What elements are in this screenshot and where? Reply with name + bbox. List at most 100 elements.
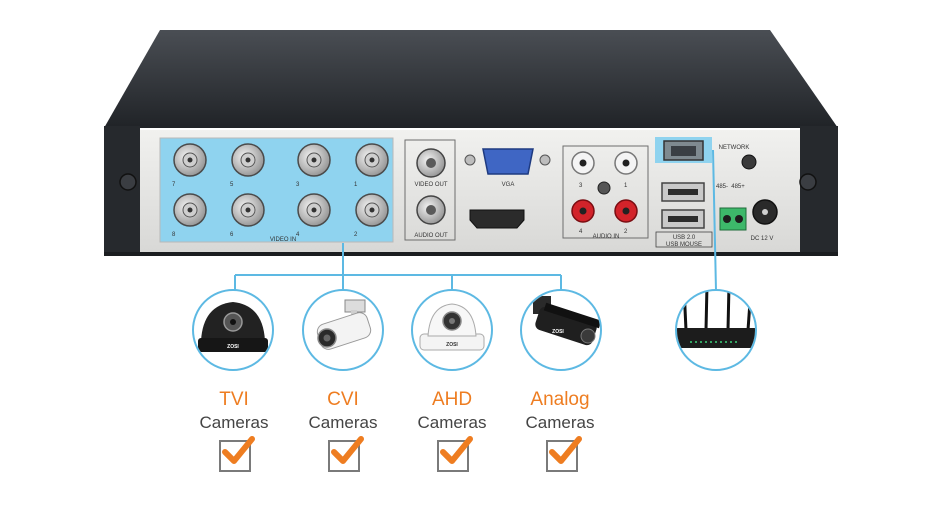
video-in-bnc-1-pin [369, 157, 375, 163]
audio-number-2: 2 [624, 229, 628, 235]
video-in-bnc-5-pin [245, 157, 251, 163]
video-in-bnc-3-pin [311, 157, 317, 163]
screw-left [119, 173, 137, 191]
ahd-sub-label: Cameras [417, 413, 487, 432]
camera-illustrations: ZOSI ZOSI [192, 289, 757, 371]
vga-screw-left [464, 154, 476, 166]
rs485-minus-label: 485- [716, 184, 728, 190]
analog-camera-illustration: ZOSI [520, 289, 602, 371]
video-out-frame [404, 139, 456, 241]
ground-terminal [741, 154, 757, 170]
video-out-bnc-center [426, 158, 436, 168]
network-link [712, 149, 717, 292]
tvi-dome-base [198, 338, 268, 352]
video-in-number-5: 5 [230, 182, 234, 188]
router-antenna-1 [682, 291, 688, 331]
tvi-type-label: TVI [219, 389, 249, 410]
network-usb-block: USB 2.0 USB MOUSE [655, 137, 713, 248]
cvi-lens-center [323, 334, 331, 342]
dvr-side-left [104, 126, 140, 254]
tvi-check-icon [219, 436, 255, 472]
video-in-bnc-2-pin [369, 207, 375, 213]
tvi-checkmark [222, 436, 255, 464]
video-in-bnc-4-pin [311, 207, 317, 213]
router-antenna-2 [704, 291, 709, 331]
video-in-block: 7 5 3 1 8 6 4 2 VIDEO IN [159, 137, 394, 243]
video-in-number-7: 7 [172, 182, 176, 188]
video-in-number-3: 3 [296, 182, 300, 188]
rs485-terminal [719, 207, 747, 231]
network-label: NETWORK [719, 145, 750, 151]
audio-number-1: 1 [624, 183, 628, 189]
ahd-lens-center [449, 318, 455, 324]
usb-port-2-inner [668, 216, 698, 222]
audio-number-4: 4 [579, 229, 583, 235]
screw-right [799, 173, 817, 191]
analog-type-label: Analog [530, 389, 590, 410]
audio-in-frame [562, 145, 649, 239]
analog-sub-label: Cameras [525, 413, 595, 432]
bnc-connectors: 7 5 3 1 8 6 4 2 [172, 143, 389, 238]
video-in-bnc-6-pin [245, 207, 251, 213]
ahd-camera-illustration: ZOSI [411, 289, 493, 371]
analog-check-icon [546, 436, 582, 472]
video-out-label: VIDEO OUT [414, 182, 447, 188]
ahd-checkmark [440, 436, 473, 464]
vga-label: VGA [502, 182, 515, 188]
audio-in-label: AUDIO IN [593, 234, 620, 240]
cvi-check-icon [328, 436, 364, 472]
analog-lens [580, 328, 596, 344]
cvi-camera-illustration [302, 289, 384, 371]
dvr-top-cover [104, 30, 838, 128]
dvr-bottom-edge [104, 252, 838, 256]
tvi-brand-mark: ZOSI [227, 344, 239, 350]
hdmi-port [469, 209, 525, 229]
tvi-lens-center [230, 319, 236, 325]
video-in-label: VIDEO IN [270, 237, 296, 243]
video-in-number-8: 8 [172, 232, 176, 238]
video-in-number-4: 4 [296, 232, 300, 238]
network-port-inner [671, 146, 696, 156]
audio-in-port-3-hole [579, 159, 587, 167]
audio-out-label: AUDIO OUT [414, 233, 448, 239]
video-in-number-2: 2 [354, 232, 358, 238]
connector-lines [234, 149, 717, 292]
ahd-type-label: AHD [431, 389, 473, 410]
cvi-sub-label: Cameras [308, 413, 378, 432]
cvi-checkmark [331, 436, 364, 464]
audio-number-3: 3 [579, 183, 583, 189]
usb-port-1-inner [668, 189, 698, 195]
rs485-screw-1 [723, 215, 731, 223]
router-body [677, 328, 755, 348]
audio-in-ground-screw [597, 181, 611, 195]
audio-in-port-4-hole [579, 207, 587, 215]
analog-checkmark [549, 436, 582, 464]
rs485-screw-2 [735, 215, 743, 223]
video-in-bnc-8-pin [187, 207, 193, 213]
video-out-column: VIDEO OUT AUDIO OUT [404, 139, 456, 241]
audio-in-port-2-hole [622, 207, 630, 215]
audio-in-port-1-hole [622, 159, 630, 167]
router-illustration [675, 289, 757, 371]
video-in-number-1: 1 [354, 182, 358, 188]
analog-hood [543, 302, 600, 329]
cvi-type-label: CVI [327, 389, 359, 410]
usb-top-label: USB 2.0 [673, 235, 696, 241]
ahd-check-icon [437, 436, 473, 472]
dc-label: DC 12 V [751, 236, 774, 242]
vga-port [482, 148, 534, 175]
analog-brand-mark: ZOSI [552, 329, 564, 335]
ahd-brand-mark: ZOSI [446, 342, 458, 348]
tvi-sub-label: Cameras [199, 413, 269, 432]
dc-jack-pin [762, 209, 768, 215]
usb-label-box [655, 231, 713, 248]
power-network-block: NETWORK 485- 485+ DC 12 V [716, 145, 778, 242]
audio-out-bnc-center [426, 205, 436, 215]
vga-screw-right [539, 154, 551, 166]
tvi-camera-illustration: ZOSI [192, 289, 274, 371]
vga-hdmi-group: VGA [464, 148, 551, 229]
video-in-number-6: 6 [230, 232, 234, 238]
audio-in-block: 3 1 4 2 AUDIO IN [562, 145, 649, 240]
rs485-plus-label: 485+ [731, 184, 745, 190]
usb-bottom-label: USB MOUSE [666, 242, 702, 248]
